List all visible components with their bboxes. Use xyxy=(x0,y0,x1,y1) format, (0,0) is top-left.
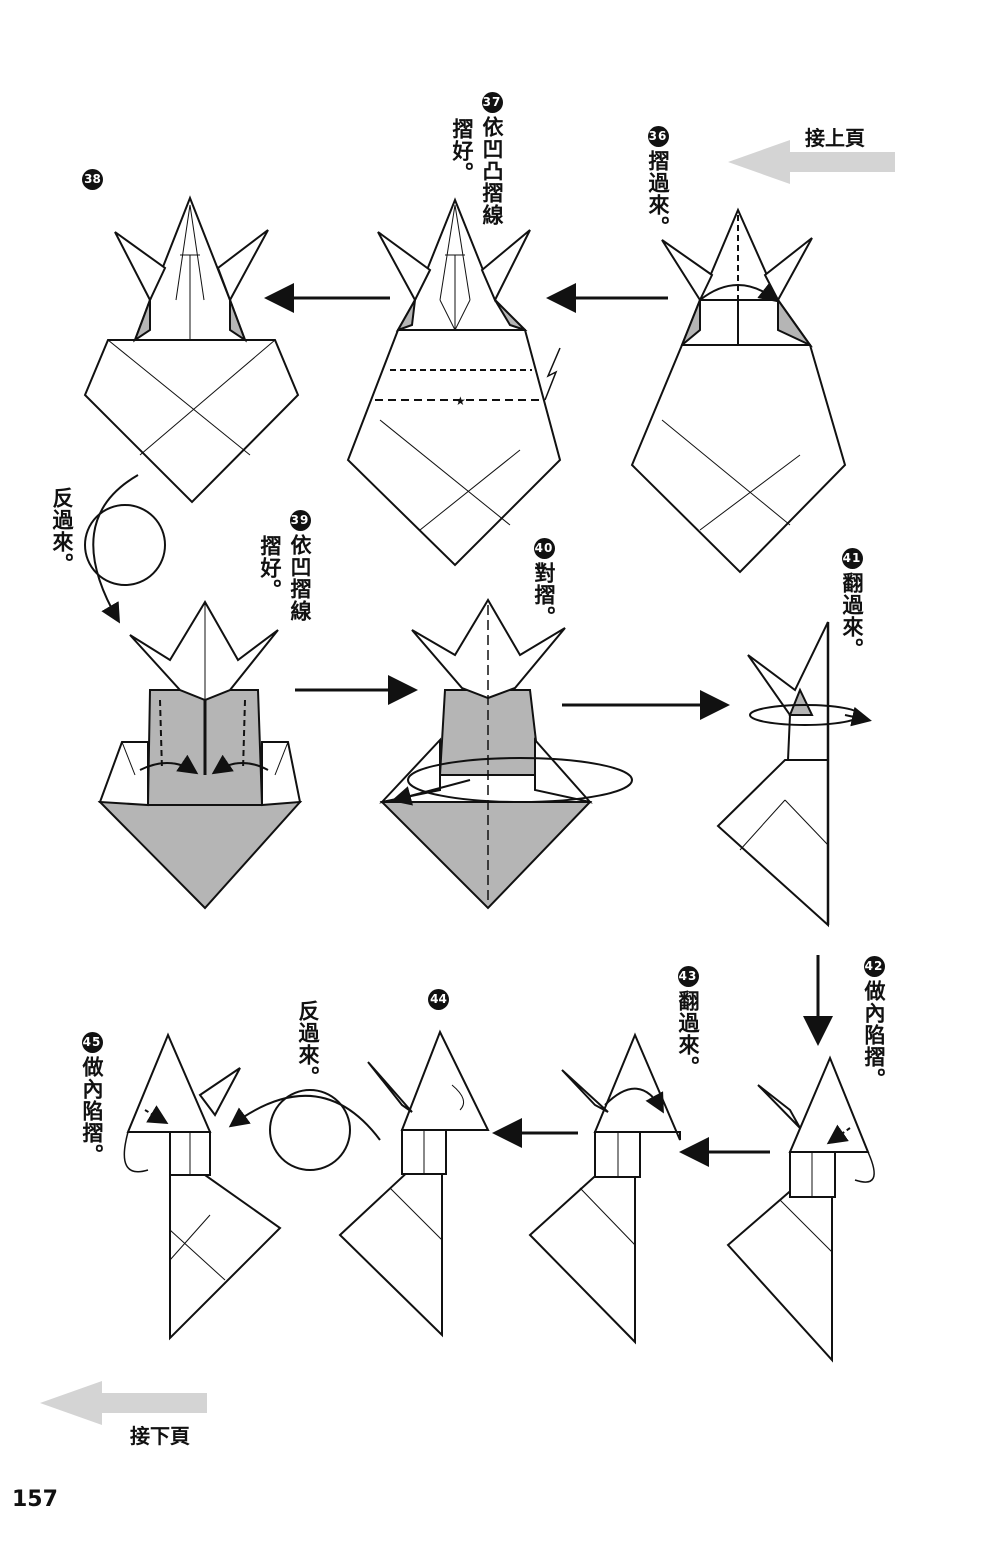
next-page-label[interactable]: 接下頁 xyxy=(130,1424,190,1448)
step-39-caption-col1: 39 依凹摺線 xyxy=(288,510,312,622)
step-36-number: 36 xyxy=(647,126,669,147)
step-45-figure xyxy=(123,1032,282,1341)
step-41-number: 41 xyxy=(841,548,863,569)
step-41-text: 翻過來。 xyxy=(840,572,864,660)
step-44-caption: 44 xyxy=(428,988,449,1013)
step-39-number: 39 xyxy=(289,510,311,531)
step-43-figure xyxy=(528,1032,681,1345)
turn-over-arrow-2 xyxy=(228,1089,381,1171)
turn-over-label-1: 反過來。 xyxy=(50,487,74,575)
step-37-text-col1: 依凹凸摺線 xyxy=(480,116,504,226)
prev-page-arrow-icon xyxy=(728,140,895,184)
step-40-text: 對摺。 xyxy=(532,562,556,628)
step-42-figure xyxy=(726,1055,875,1363)
step-39-figure xyxy=(97,600,303,910)
step-37-figure: ★ xyxy=(346,197,562,567)
step-42-number: 42 xyxy=(863,956,885,977)
next-page-arrow-icon xyxy=(40,1381,207,1425)
step-38-number: 38 xyxy=(82,169,103,190)
step-37-caption-col1: 37 依凹凸摺線 xyxy=(480,92,504,226)
step-39-text-col1: 依凹摺線 xyxy=(288,534,312,622)
step-42-caption: 42 做內陷摺。 xyxy=(862,956,886,1090)
step-38-figure xyxy=(83,195,300,504)
prev-page-label[interactable]: 接上頁 xyxy=(805,126,865,150)
step-43-text: 翻過來。 xyxy=(676,990,700,1078)
svg-text:★: ★ xyxy=(455,394,466,408)
step-45-caption: 45 做內陷摺。 xyxy=(80,1032,104,1166)
step-42-text: 做內陷摺。 xyxy=(862,980,886,1090)
step-44-number: 44 xyxy=(428,989,449,1010)
step-36-figure xyxy=(630,207,847,574)
step-40-number: 40 xyxy=(533,538,555,559)
step-41-caption: 41 翻過來。 xyxy=(840,548,864,660)
page-number: 157 xyxy=(12,1487,58,1512)
step-43-number: 43 xyxy=(677,966,699,987)
step-38-caption: 38 xyxy=(82,168,103,193)
step-36-caption: 36 摺過來。 xyxy=(646,126,670,238)
step-40-caption: 40 對摺。 xyxy=(532,538,556,628)
step-39-text-col2: 摺好。 xyxy=(258,535,282,601)
step-40-figure xyxy=(379,598,633,910)
step-44-figure xyxy=(338,1029,490,1338)
step-37-text-col2: 摺好。 xyxy=(450,118,474,184)
step-43-caption: 43 翻過來。 xyxy=(676,966,700,1078)
turn-over-arrow-1 xyxy=(84,474,166,624)
step-37-number: 37 xyxy=(481,92,503,113)
step-45-number: 45 xyxy=(81,1032,103,1053)
step-45-text: 做內陷摺。 xyxy=(80,1056,104,1166)
step-41-figure xyxy=(716,621,872,928)
step-36-text: 摺過來。 xyxy=(646,150,670,238)
turn-over-label-2: 反過來。 xyxy=(296,1000,320,1088)
